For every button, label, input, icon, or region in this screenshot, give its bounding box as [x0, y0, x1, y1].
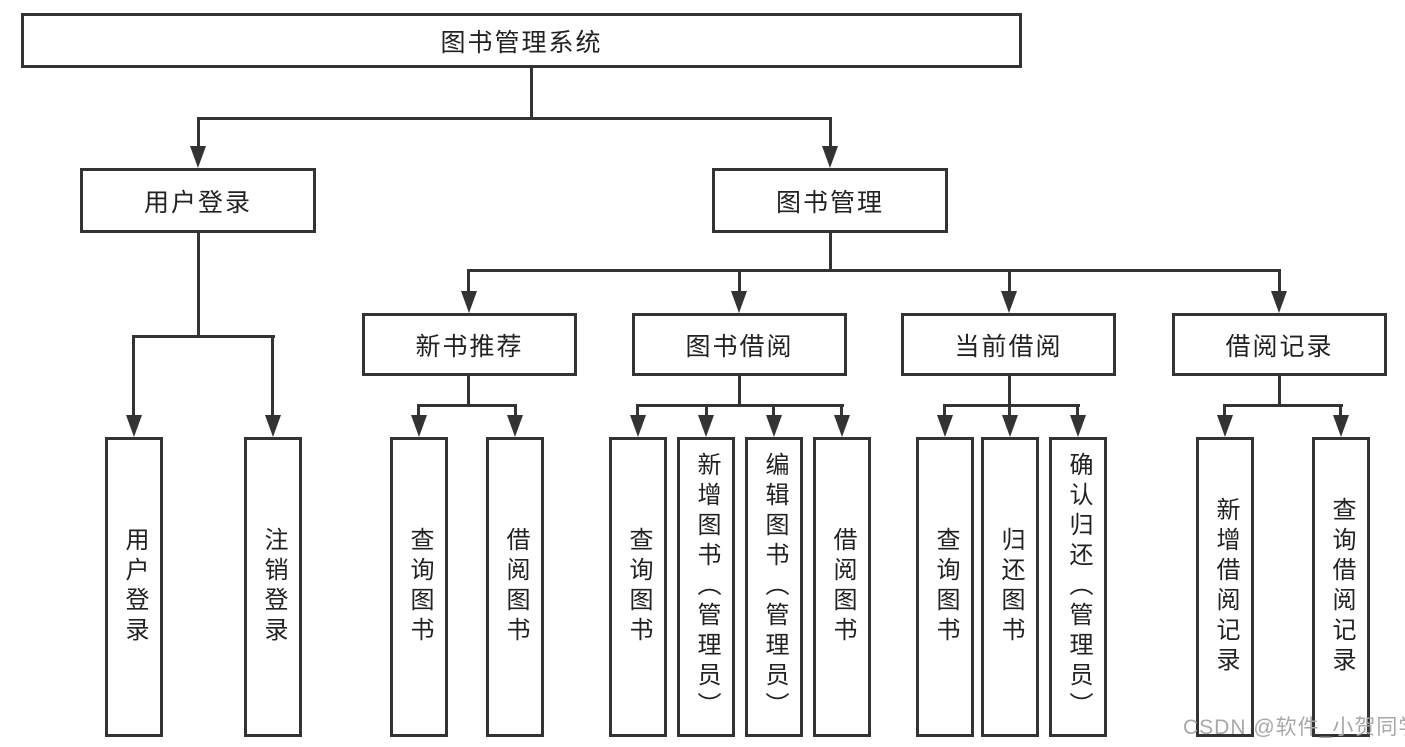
node-root-library-system: 图书管理系统 [21, 13, 1022, 68]
leaf-edit-books-admin: 编辑图书（管理员） [745, 437, 803, 737]
node-borrow-records: 借阅记录 [1172, 313, 1387, 376]
connector-line [944, 404, 1080, 407]
connector-line [772, 404, 775, 416]
leaf-label: 查询图书 [932, 527, 959, 647]
leaf-label: 查询借阅记录 [1328, 497, 1355, 677]
connector-line [132, 335, 135, 416]
connector-line [417, 404, 420, 416]
connector-line [829, 233, 832, 270]
connector-line [418, 404, 517, 407]
node-book-borrow: 图书借阅 [632, 313, 847, 376]
connector-line [943, 404, 946, 416]
leaf-label: 借阅图书 [502, 527, 529, 647]
arrowhead-down-icon [1217, 415, 1233, 437]
connector-line [197, 117, 832, 120]
connector-line [197, 233, 200, 336]
leaf-add-borrow-record: 新增借阅记录 [1196, 437, 1254, 737]
arrowhead-down-icon [698, 415, 714, 437]
node-label: 新书推荐 [415, 332, 524, 361]
node-label: 用户登录 [143, 188, 252, 217]
connector-line [514, 404, 517, 416]
connector-line [1008, 269, 1011, 292]
leaf-label: 查询图书 [625, 527, 652, 647]
arrowhead-down-icon [265, 415, 281, 437]
connector-line [132, 335, 275, 338]
arrowhead-down-icon [1070, 415, 1086, 437]
node-new-book-recommend: 新书推荐 [362, 313, 577, 376]
connector-line [738, 269, 741, 292]
arrowhead-down-icon [1333, 415, 1349, 437]
connector-line [705, 404, 708, 416]
arrowhead-down-icon [834, 415, 850, 437]
leaf-label: 确认归还（管理员） [1065, 452, 1092, 722]
connector-line [530, 68, 533, 118]
node-current-borrow: 当前借阅 [901, 313, 1116, 376]
arrowhead-down-icon [411, 415, 427, 437]
connector-line [636, 404, 639, 416]
connector-line [1008, 376, 1011, 405]
connector-line [467, 269, 470, 292]
arrowhead-down-icon [822, 146, 838, 168]
leaf-label: 新增借阅记录 [1212, 497, 1239, 677]
connector-line [1223, 404, 1226, 416]
leaf-label: 编辑图书（管理员） [761, 452, 788, 722]
connector-line [1278, 269, 1281, 292]
leaf-label: 用户登录 [121, 527, 148, 647]
leaf-user-login: 用户登录 [105, 437, 163, 737]
leaf-label: 借阅图书 [829, 527, 856, 647]
arrowhead-down-icon [190, 146, 206, 168]
node-user-login: 用户登录 [80, 168, 316, 233]
arrowhead-down-icon [766, 415, 782, 437]
node-label: 当前借阅 [954, 332, 1063, 361]
arrowhead-down-icon [507, 415, 523, 437]
leaf-label: 归还图书 [997, 527, 1024, 647]
leaf-add-books-admin: 新增图书（管理员） [677, 437, 735, 737]
connector-line [840, 404, 843, 416]
arrowhead-down-icon [1001, 291, 1017, 313]
node-label: 借阅记录 [1225, 332, 1334, 361]
leaf-label: 注销登录 [260, 527, 287, 647]
csdn-watermark: CSDN @软件_小贺同学 [1183, 716, 1405, 739]
connector-line [829, 117, 832, 147]
connector-line [1076, 404, 1079, 416]
leaf-confirm-return-admin: 确认归还（管理员） [1049, 437, 1107, 737]
arrowhead-down-icon [937, 415, 953, 437]
leaf-query-books-recommend: 查询图书 [390, 437, 448, 737]
leaf-query-borrow-record: 查询借阅记录 [1312, 437, 1370, 737]
node-label: 图书管理系统 [440, 28, 603, 57]
arrowhead-down-icon [731, 291, 747, 313]
arrowhead-down-icon [126, 415, 142, 437]
leaf-logout: 注销登录 [244, 437, 302, 737]
leaf-label: 新增图书（管理员） [693, 452, 720, 722]
node-label: 图书管理 [775, 188, 884, 217]
connector-line [1339, 404, 1342, 416]
connector-line [1008, 404, 1011, 416]
connector-line [1224, 404, 1343, 407]
node-book-management: 图书管理 [712, 168, 948, 233]
connector-line [738, 376, 741, 405]
leaf-query-books-current: 查询图书 [916, 437, 974, 737]
connector-line [467, 376, 470, 405]
leaf-borrow-books-recommend: 借阅图书 [486, 437, 544, 737]
leaf-return-books: 归还图书 [981, 437, 1039, 737]
connector-line [468, 269, 1281, 272]
arrowhead-down-icon [1271, 291, 1287, 313]
arrowhead-down-icon [1002, 415, 1018, 437]
arrowhead-down-icon [630, 415, 646, 437]
node-label: 图书借阅 [685, 332, 794, 361]
arrowhead-down-icon [461, 291, 477, 313]
connector-line [271, 335, 274, 416]
leaf-label: 查询图书 [406, 527, 433, 647]
connector-line [1278, 376, 1281, 405]
leaf-query-books-borrow: 查询图书 [609, 437, 667, 737]
leaf-borrow-books: 借阅图书 [813, 437, 871, 737]
connector-line [197, 117, 200, 147]
connector-line [637, 404, 844, 407]
